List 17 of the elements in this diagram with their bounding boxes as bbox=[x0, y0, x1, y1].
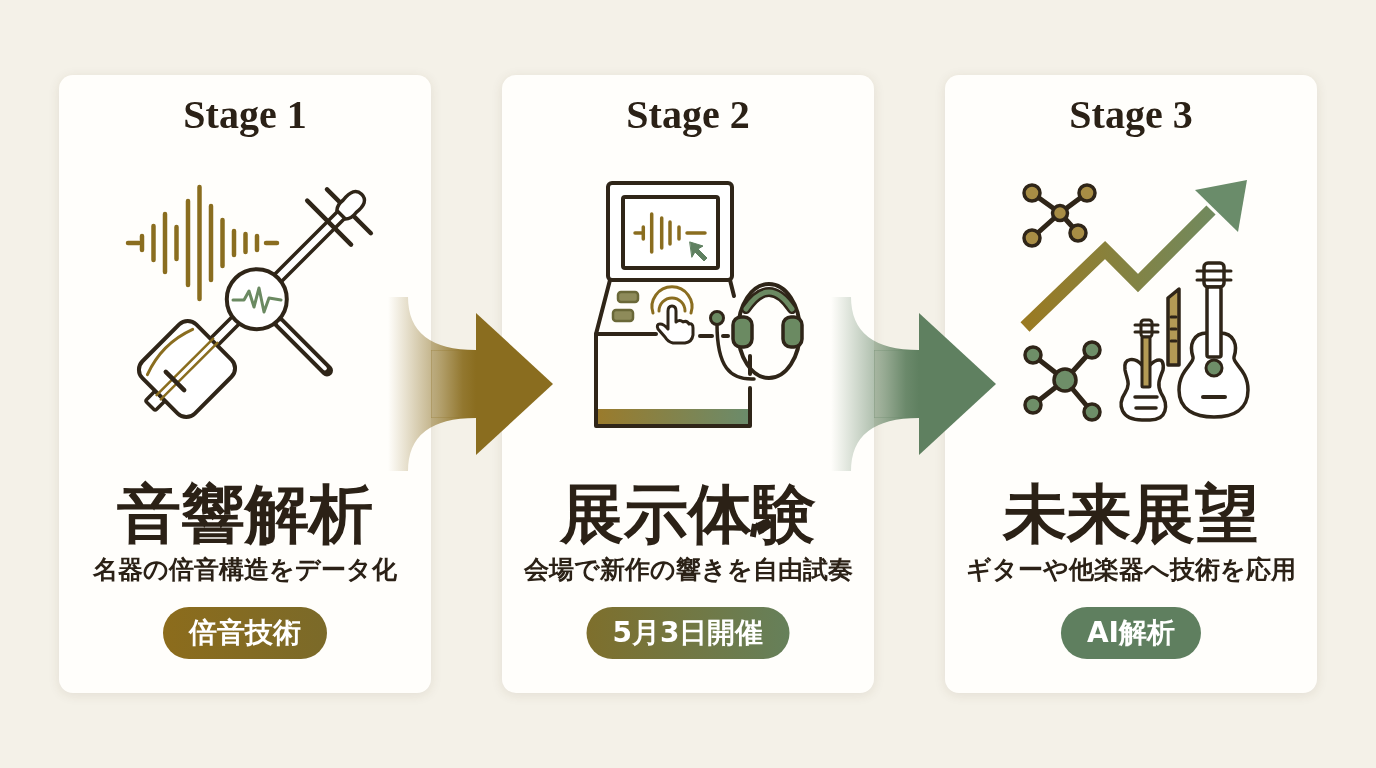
stage-card bbox=[59, 75, 431, 693]
stage-description: ギターや他楽器へ技術を応用 bbox=[966, 555, 1296, 585]
flow-arrow bbox=[874, 313, 996, 455]
stage-label: Stage 1 bbox=[183, 92, 307, 138]
category-tag: 5月3日開催 bbox=[586, 607, 790, 659]
stage-card bbox=[945, 75, 1317, 693]
category-tag: AI解析 bbox=[1060, 607, 1202, 659]
stage-title: 音響解析 bbox=[117, 476, 373, 552]
category-tag: 倍音技術 bbox=[163, 607, 327, 659]
stage-label: Stage 2 bbox=[626, 92, 750, 138]
stage-title: 展示体験 bbox=[560, 476, 816, 552]
stage-title: 未来展望 bbox=[1003, 476, 1259, 552]
stage-label: Stage 3 bbox=[1069, 92, 1193, 138]
stage-card bbox=[502, 75, 874, 693]
stage-description: 会場で新作の響きを自由試奏 bbox=[523, 555, 853, 585]
stage-description: 名器の倍音構造をデータ化 bbox=[93, 555, 397, 585]
flow-arrow bbox=[431, 313, 553, 455]
